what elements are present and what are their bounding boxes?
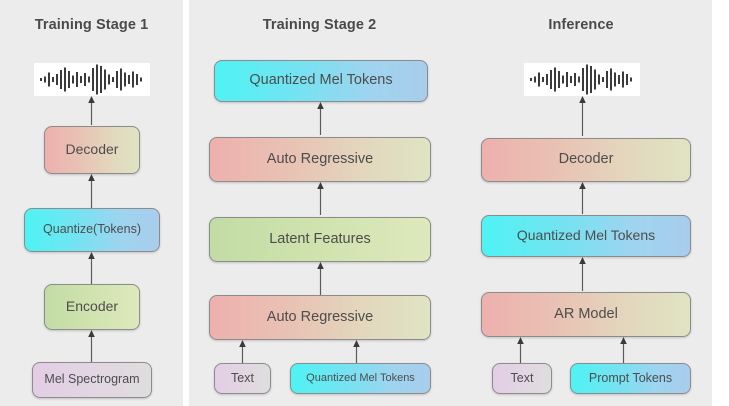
arrow-ar-model-to-tokens-inference — [578, 257, 587, 291]
arrow-ar-bottom-to-latent — [316, 262, 325, 295]
node-decoder-stage1[interactable]: Decoder — [44, 126, 140, 174]
arrow-quantize-to-decoder — [87, 174, 96, 208]
node-label: Decoder — [558, 151, 614, 168]
node-auto-regressive-bottom-stage2[interactable]: Auto Regressive — [209, 295, 431, 340]
arrow-tokens-to-decoder-inference — [578, 182, 587, 214]
node-label: Auto Regressive — [266, 308, 374, 325]
arrow-text-to-ar-model — [516, 337, 525, 363]
arrow-prompt-tokens-to-ar-model — [619, 337, 628, 363]
node-label: Quantize(Tokens) — [43, 222, 141, 237]
node-label: AR Model — [554, 305, 618, 322]
node-prompt-tokens-inference[interactable]: Prompt Tokens — [570, 363, 691, 394]
arrow-ar-top-to-tokens — [316, 102, 325, 135]
node-quantized-mel-tokens-input-stage2[interactable]: Quantized Mel Tokens — [290, 363, 431, 394]
panel-title-training-stage-1: Training Stage 1 — [34, 17, 149, 33]
panel-right-edge — [712, 0, 719, 406]
node-label: Quantized Mel Tokens — [306, 372, 415, 385]
arrow-decoder-to-waveform — [87, 96, 96, 125]
node-label: Prompt Tokens — [588, 370, 673, 385]
node-label: Quantized Mel Tokens — [249, 72, 393, 89]
arrow-text-to-ar-bottom — [238, 340, 247, 363]
node-label: Mel Spectrogram — [44, 372, 140, 387]
node-label: Quantized Mel Tokens — [516, 227, 656, 244]
node-label: Text — [231, 370, 254, 385]
arrow-tokens-to-ar-bottom — [352, 340, 361, 363]
node-auto-regressive-top-stage2[interactable]: Auto Regressive — [209, 137, 431, 182]
panel-title-inference: Inference — [548, 17, 614, 33]
panel-training-stage-1: Training Stage 1 — [0, 0, 183, 406]
arrow-encoder-to-quantize — [87, 252, 96, 284]
waveform-icon-stage1 — [34, 63, 150, 96]
node-quantized-mel-tokens-inference[interactable]: Quantized Mel Tokens — [481, 215, 691, 257]
panel-training-stage-2: Training Stage 2 Quantized Mel Tokens Au… — [189, 0, 450, 406]
node-latent-features-stage2[interactable]: Latent Features — [209, 217, 431, 262]
panel-inference: Inference — [450, 0, 712, 406]
arrow-latent-to-ar-top — [316, 182, 325, 215]
node-label: Text — [510, 370, 534, 385]
panel-divider-1 — [183, 0, 189, 406]
node-label: Decoder — [65, 141, 119, 158]
node-ar-model-inference[interactable]: AR Model — [481, 292, 691, 337]
node-quantized-mel-tokens-output-stage2[interactable]: Quantized Mel Tokens — [214, 60, 428, 102]
arrow-decoder-to-waveform-inference — [578, 96, 587, 136]
node-text-input-inference[interactable]: Text — [492, 363, 552, 394]
node-encoder-stage1[interactable]: Encoder — [44, 284, 140, 330]
node-label: Latent Features — [269, 230, 371, 247]
node-mel-spectrogram-stage1[interactable]: Mel Spectrogram — [32, 362, 152, 398]
arrow-mel-to-encoder — [87, 330, 96, 362]
node-text-input-stage2[interactable]: Text — [214, 363, 271, 394]
node-quantize-tokens-stage1[interactable]: Quantize(Tokens) — [24, 208, 160, 252]
node-label: Auto Regressive — [266, 150, 374, 167]
node-decoder-inference[interactable]: Decoder — [481, 138, 691, 182]
node-label: Encoder — [65, 298, 119, 315]
panel-title-training-stage-2: Training Stage 2 — [262, 17, 377, 33]
waveform-icon-inference — [524, 63, 640, 96]
